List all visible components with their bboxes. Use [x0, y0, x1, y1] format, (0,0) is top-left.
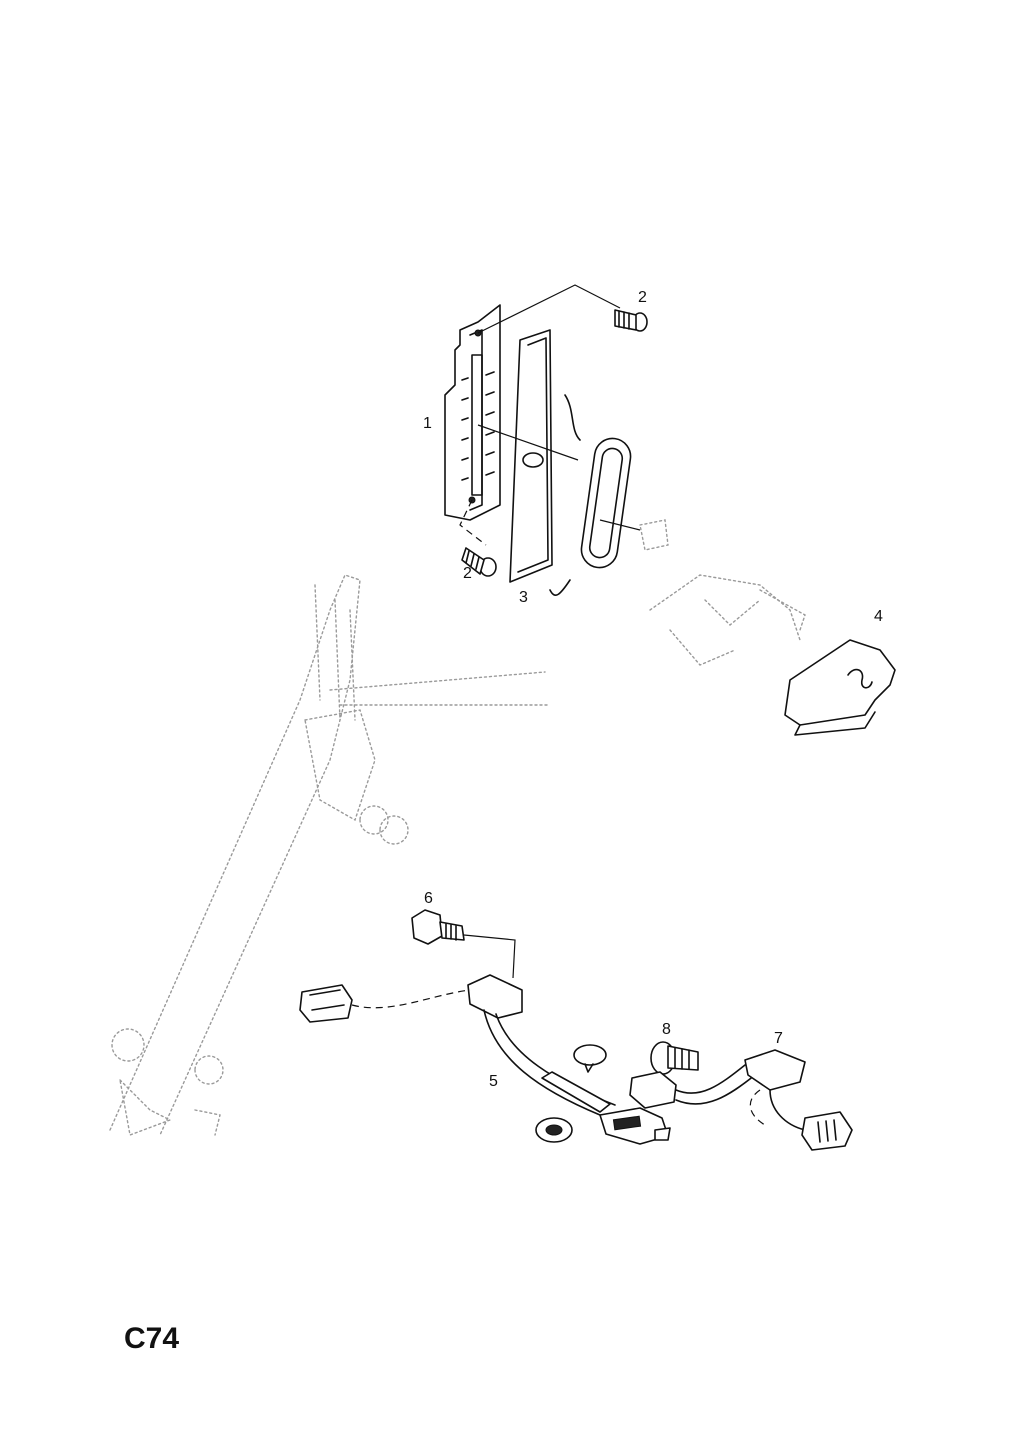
leader-lines: [459, 284, 641, 979]
part-2-screw-upper: [614, 309, 648, 332]
callout-3: 3: [519, 589, 528, 606]
part-clip-and-washer: [535, 1044, 607, 1143]
part-5-belt-buckle: [299, 974, 671, 1145]
part-8-bolt: [650, 1041, 699, 1075]
part-7-belt-anchor: [629, 1049, 853, 1151]
ghost-vehicle-body: [109, 519, 806, 1136]
part-6-bolt: [411, 909, 465, 945]
callout-8: 8: [662, 1021, 671, 1038]
page-code: C74: [124, 1322, 179, 1355]
part-4-trim-cap: [784, 639, 896, 736]
callout-5: 5: [489, 1073, 498, 1090]
part-3-cover-strip: [509, 329, 553, 583]
callout-6: 6: [424, 890, 433, 907]
part-2-screw-lower: [461, 547, 497, 577]
callout-4: 4: [874, 608, 883, 625]
callout-2-lower: 2: [463, 565, 472, 582]
callout-7: 7: [774, 1030, 783, 1047]
part-1-adjuster-rail: [444, 304, 501, 521]
callout-2-upper: 2: [638, 289, 647, 306]
part-guide-ring: [549, 394, 632, 596]
callout-1: 1: [423, 415, 432, 432]
